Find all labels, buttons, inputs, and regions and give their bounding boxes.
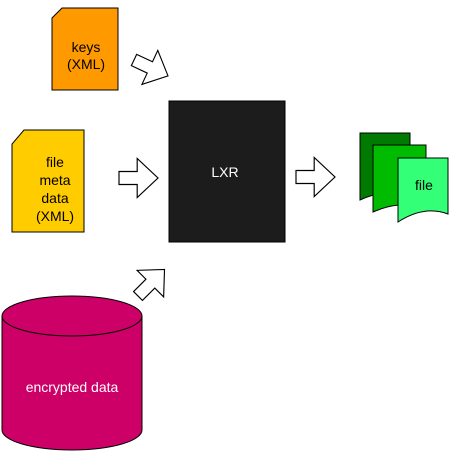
encrypted-data-store: encrypted data <box>1 295 143 451</box>
meta-data-document-shape <box>11 129 85 233</box>
lxr-label: LXR <box>211 164 238 180</box>
meta-data-document: file meta data (XML) <box>11 129 85 233</box>
meta-label-line3: data <box>41 190 68 206</box>
keys-arrow <box>130 48 169 86</box>
cylinder-top <box>1 295 143 337</box>
meta-arrow <box>118 157 159 199</box>
output-label: file <box>415 177 433 193</box>
output-documents: file <box>359 132 449 223</box>
encrypted-data-label: encrypted data <box>26 379 119 395</box>
storage-arrow <box>132 268 166 302</box>
meta-label-line4: (XML) <box>36 208 74 224</box>
lxr-box-shape <box>168 100 286 243</box>
lxr-box: LXR <box>168 100 286 243</box>
output-arrow <box>295 156 336 198</box>
cylinder-body <box>1 315 143 451</box>
keys-document-shape <box>51 7 119 91</box>
output-document-front <box>397 157 449 223</box>
keys-document: keys (XML) <box>51 7 119 91</box>
meta-label-line1: file <box>46 154 64 170</box>
keys-label-line2: (XML) <box>67 56 105 72</box>
meta-label-line2: meta <box>39 172 70 188</box>
keys-label-line1: keys <box>72 39 101 55</box>
